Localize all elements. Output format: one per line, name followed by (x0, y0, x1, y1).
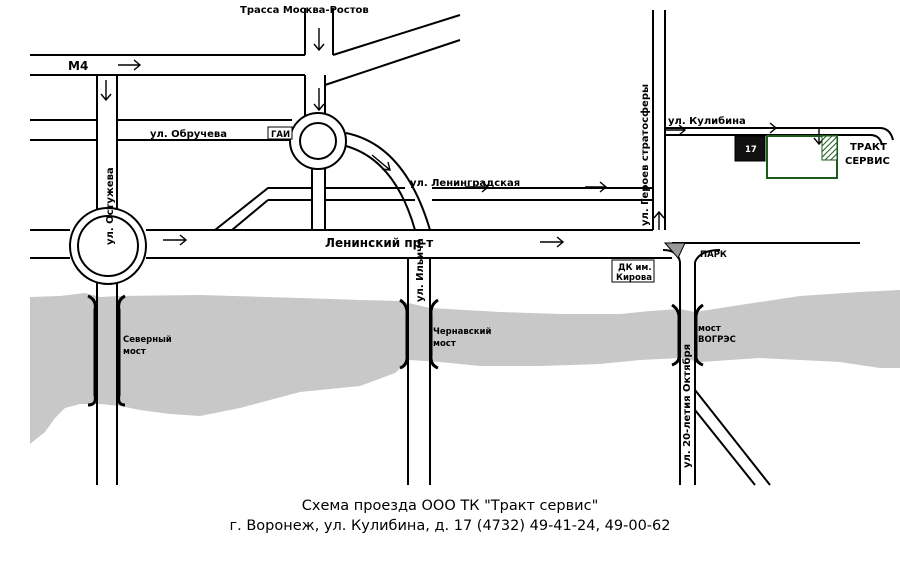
highway-label: Трасса Москва-Ростов (240, 5, 369, 16)
leningradskaya-label: ул. Ленинградская (410, 178, 520, 189)
company-label-1: ТРАКТ (850, 142, 887, 153)
ramp-curve (345, 132, 431, 231)
gai-box (267, 126, 293, 140)
kulibina-label: ул. Кулибина (668, 115, 746, 127)
company-hatch (821, 135, 838, 161)
highway-road (304, 8, 334, 55)
m4-label: М4 (68, 59, 88, 73)
caption-line-1: Схема проезда ООО ТК "Тракт сервис" (301, 498, 599, 514)
dk-label-2: Кирова (616, 273, 652, 283)
leningradskaya-road (214, 187, 653, 231)
obrucheva-road (30, 119, 292, 141)
vogres-label-1: мост (698, 324, 721, 334)
caption-line-2: г. Воронеж, ул. Кулибина, д. 17 (4732) 4… (229, 518, 671, 534)
gai-roundabout-inner (299, 122, 337, 160)
ostuzheva-label: ул. Остужева (105, 167, 116, 245)
leninsky-road (30, 229, 672, 259)
gai-label: ГАИ (271, 130, 290, 140)
ostuzheva-roundabout-inner (77, 215, 139, 277)
ilyicha-road (407, 258, 431, 485)
severny-label-2: мост (123, 347, 146, 357)
m4-road (30, 54, 326, 118)
leninsky-label: Ленинский пр-т (325, 236, 433, 250)
river (30, 290, 900, 444)
vogres-label-2: ВОГРЭС (698, 335, 736, 345)
chernavsky-bridge (399, 298, 439, 370)
park-triangle (663, 242, 686, 259)
geroev-road (652, 10, 666, 230)
obrucheva-label: ул. Обручева (150, 128, 227, 140)
oktyabrya-label: ул. 20-летия Октября (681, 344, 693, 468)
dk-box (611, 259, 655, 283)
kulibina-road (665, 127, 894, 146)
gai-south-road (311, 168, 326, 230)
company-label-2: СЕРВИС (845, 156, 890, 167)
vogres-bridge (671, 303, 704, 367)
chernavsky-label-2: мост (433, 339, 456, 349)
severny-label-1: Северный (123, 335, 172, 345)
chernavsky-label-1: Чернавский (433, 327, 491, 337)
park-label: ПАРК (700, 250, 727, 260)
building-number: 17 (745, 145, 757, 155)
ilyicha-label: ул. Ильича (415, 238, 426, 302)
building-17 (734, 135, 766, 162)
dk-label-1: ДК им. (618, 263, 652, 273)
ne-diagonal-road (324, 14, 461, 86)
diagonal-se (694, 389, 771, 486)
ostuzheva-road (96, 75, 118, 485)
geroev-label: ул. Героев стратосферы (639, 84, 651, 226)
oktyabrya-road (679, 262, 696, 485)
severny-bridge (87, 294, 126, 407)
